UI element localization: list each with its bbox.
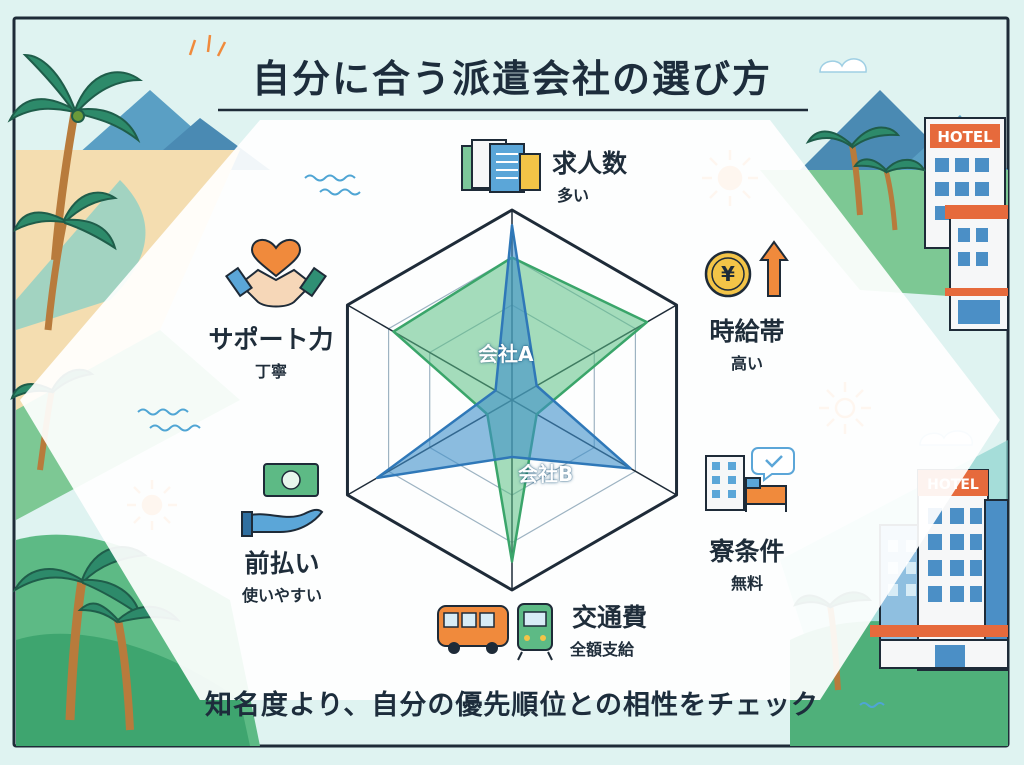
wave-icon <box>304 174 361 196</box>
palm-tree-icon <box>805 126 926 231</box>
yen-symbol: ¥ <box>721 262 735 286</box>
criterion-sub-advance: 使いやすい <box>241 586 322 605</box>
hotel-building-icon <box>924 117 1009 331</box>
page-title: 自分に合う派遣会社の選び方 <box>251 57 772 101</box>
radar-series-b <box>375 223 632 480</box>
criterion-sub-dorm: 無料 <box>730 574 763 593</box>
wave-icon <box>859 702 885 708</box>
criterion-label-support: サポート力 <box>208 325 334 354</box>
radar-outer-frame <box>345 208 679 592</box>
documents-icon <box>461 139 541 193</box>
criterion-sub-wage: 高い <box>730 354 763 373</box>
building-icon <box>705 447 795 512</box>
yen-coin-icon: ¥ <box>704 240 789 298</box>
footer-message: 知名度より、自分の優先順位との相性をチェック <box>204 690 820 721</box>
bus-train-icon <box>437 603 553 661</box>
palm-tree-icon <box>13 191 118 331</box>
hotel-sign-1: HOTEL <box>937 128 993 146</box>
criterion-sub-transport: 全額支給 <box>570 640 635 659</box>
money-hand-icon <box>241 463 324 537</box>
criterion-sub-jobs: 多い <box>557 186 590 205</box>
criterion-label-transport: 交通費 <box>572 603 648 632</box>
hotel-building-icon <box>870 469 1009 671</box>
criterion-label-advance: 前払い <box>244 549 320 578</box>
sparkle-icon <box>188 34 227 57</box>
cloud-icon <box>819 58 867 73</box>
criterion-label-wage: 時給帯 <box>709 317 785 346</box>
wave-icon <box>137 408 201 432</box>
radar-chart <box>345 208 679 592</box>
series-label-a: 会社A <box>478 342 534 366</box>
handshake-heart-icon <box>224 239 328 308</box>
criterion-label-jobs: 求人数 <box>552 149 628 178</box>
criterion-sub-support: 丁寧 <box>254 362 287 381</box>
series-label-b: 会社B <box>518 462 574 486</box>
criterion-label-dorm: 寮条件 <box>709 537 785 566</box>
